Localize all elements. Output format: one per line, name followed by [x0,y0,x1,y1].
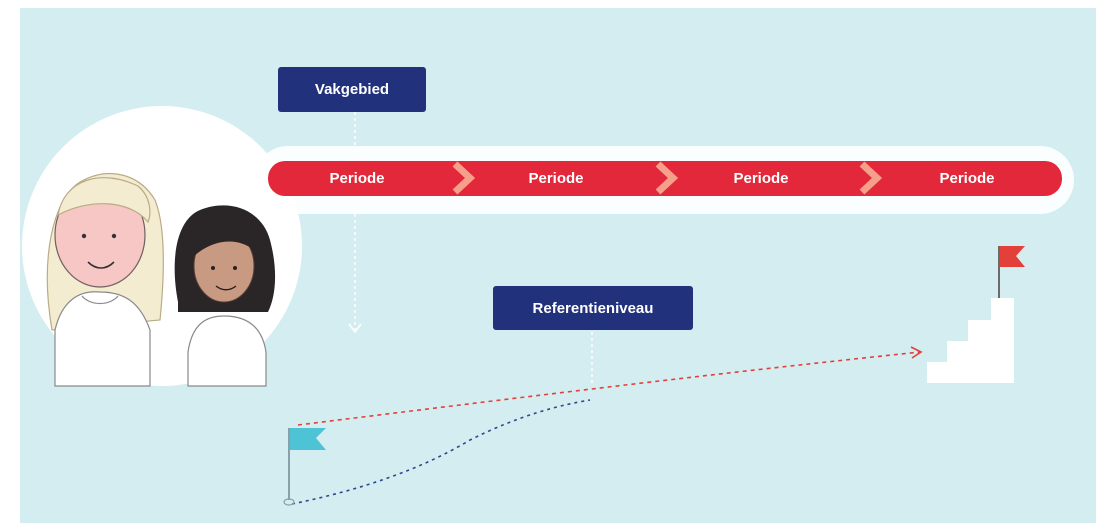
referentieniveau-label: Referentieniveau [493,286,693,330]
chevron-right-icon [859,161,883,195]
red-target-path [297,351,921,426]
referentieniveau-label-text: Referentieniveau [532,299,654,317]
chevron-right-icon [655,161,679,195]
arrow-right-icon [910,346,923,359]
timeline [254,146,1074,214]
vakgebied-label-text: Vakgebied [314,81,390,98]
blue-progress-path [291,399,591,505]
chevron-right-icon [452,161,476,195]
flag-icon [283,428,326,506]
stairs-with-flag-icon [927,246,1025,383]
period-label: Periode [939,170,995,187]
children-illustration [22,106,302,387]
period-label: Periode [528,170,584,187]
period-label: Periode [733,170,789,187]
period-label: Periode [329,170,385,187]
arrow-down-icon [348,323,362,334]
vakgebied-label: Vakgebied [278,67,426,112]
